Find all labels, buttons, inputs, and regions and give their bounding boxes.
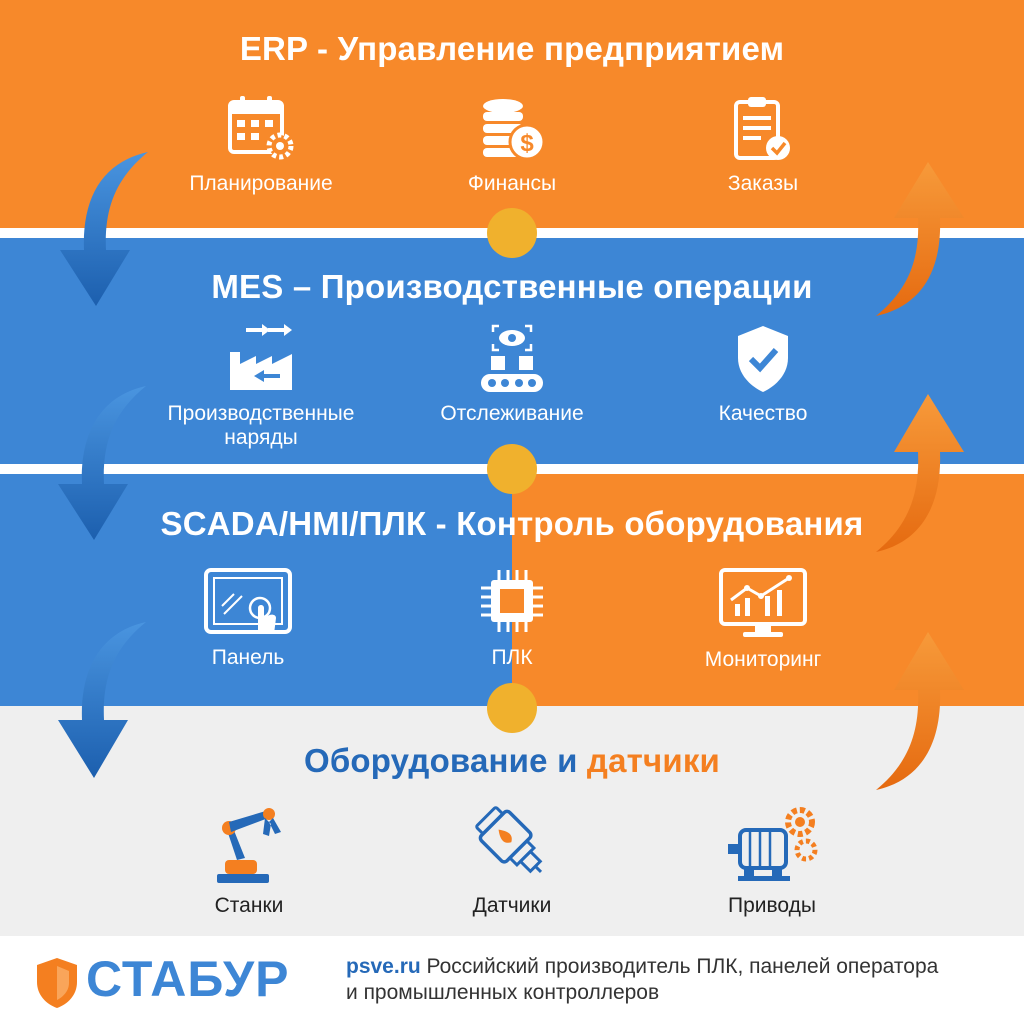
erp-item-orders: Заказы bbox=[633, 94, 893, 196]
equipment-band bbox=[0, 706, 1024, 936]
mes-item-tracking: Отслеживание bbox=[382, 324, 642, 426]
equipment-item-drives: Приводы bbox=[642, 800, 902, 918]
mes-title: MES – Производственные операции bbox=[211, 268, 813, 305]
scada-item-panel: Панель bbox=[118, 566, 378, 670]
item-label: Панель bbox=[211, 646, 285, 669]
connector-dot bbox=[487, 444, 537, 494]
equipment-title-main: Оборудование и bbox=[303, 742, 587, 779]
connector-dot bbox=[487, 683, 537, 733]
calendar-gear-icon bbox=[228, 96, 294, 160]
mes-item-quality: Качество bbox=[633, 324, 893, 426]
equipment-item-sensors: Датчики bbox=[382, 800, 642, 918]
item-label: Приводы bbox=[728, 894, 816, 917]
conveyor-eye-icon bbox=[481, 324, 543, 392]
item-label: Финансы bbox=[467, 172, 557, 195]
shield-check-icon bbox=[738, 326, 788, 392]
mes-band bbox=[0, 238, 1024, 464]
chip-icon bbox=[481, 570, 543, 632]
equipment-title-accent: датчики bbox=[586, 742, 721, 779]
robot-arm-icon bbox=[217, 808, 281, 883]
item-label: Отслеживание bbox=[440, 402, 584, 425]
logo-text: СТАБУР bbox=[86, 951, 290, 1007]
scada-item-plc: ПЛК bbox=[382, 566, 642, 670]
item-label: Датчики bbox=[472, 894, 552, 917]
clipboard-check-icon bbox=[734, 97, 790, 160]
item-label: ПЛК bbox=[491, 646, 533, 669]
factory-arrows-icon bbox=[230, 324, 292, 390]
item-label: Качество bbox=[718, 402, 808, 425]
touch-panel-icon bbox=[204, 568, 292, 634]
footer-description-line2: и промышленных контроллеров bbox=[346, 981, 660, 1004]
connector-dot bbox=[487, 208, 537, 258]
erp-item-finance: $ Финансы bbox=[382, 94, 642, 196]
item-label-line1: Производственные bbox=[167, 402, 355, 425]
item-label: Станки bbox=[214, 894, 284, 917]
item-label: Мониторинг bbox=[704, 648, 822, 671]
item-label-line2: наряды bbox=[224, 426, 298, 449]
footer: СТАБУР psve.ru Российский производитель … bbox=[0, 936, 1024, 1024]
logo-shield-icon bbox=[37, 958, 77, 1008]
item-label: Заказы bbox=[727, 172, 799, 195]
footer-description-line1: Российский производитель ПЛК, панелей оп… bbox=[420, 955, 939, 978]
svg-text:$: $ bbox=[520, 130, 534, 157]
coins-dollar-icon: $ bbox=[483, 99, 546, 161]
footer-description: psve.ru Российский производитель ПЛК, па… bbox=[346, 954, 1006, 1006]
site-link[interactable]: psve.ru bbox=[346, 955, 421, 978]
erp-item-planning: Планирование bbox=[131, 94, 391, 196]
scada-item-monitoring: Мониторинг bbox=[633, 566, 893, 672]
item-label: Планирование bbox=[189, 172, 333, 195]
monitor-chart-icon bbox=[719, 568, 807, 637]
erp-title: ERP - Управление предприятием bbox=[239, 30, 785, 67]
equipment-item-machines: Станки bbox=[119, 800, 379, 918]
sensor-icon bbox=[475, 806, 543, 874]
scada-title: SCADA/HMI/ПЛК - Контроль оборудования bbox=[160, 505, 864, 542]
motor-gears-icon bbox=[728, 807, 818, 881]
equipment-title: Оборудование и датчики bbox=[0, 742, 1024, 780]
